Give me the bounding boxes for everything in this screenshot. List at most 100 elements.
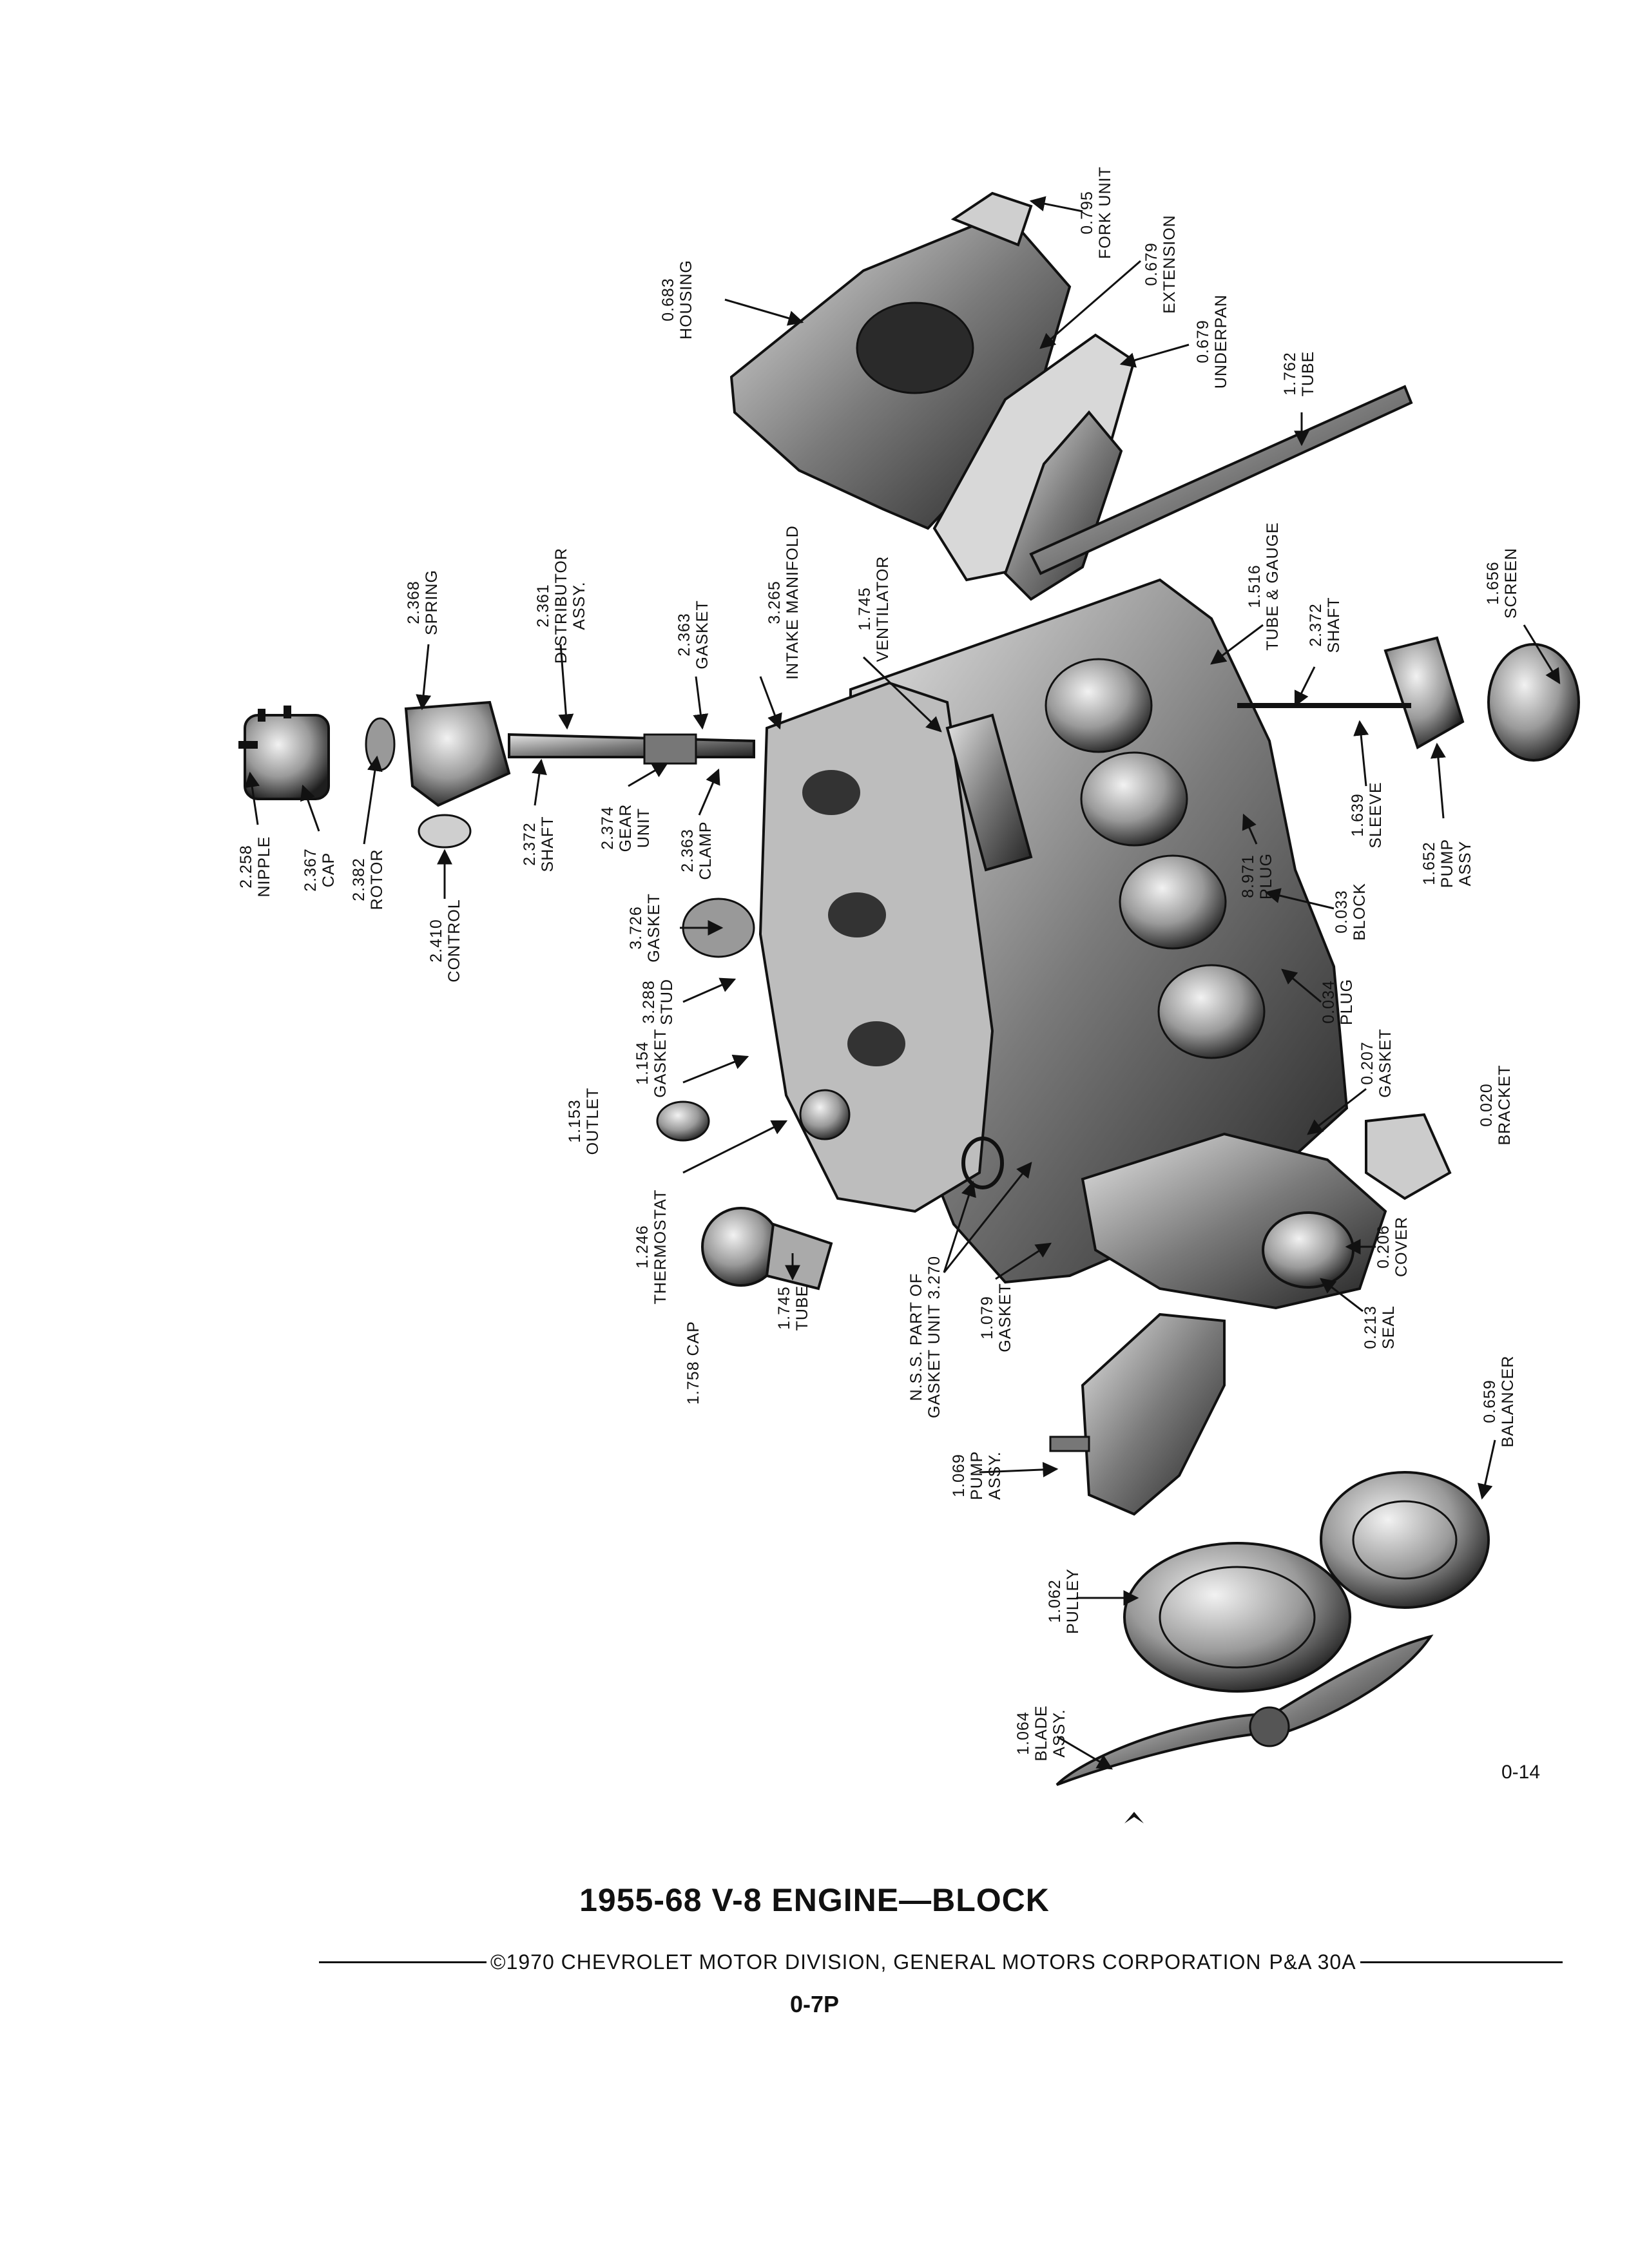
callout-line: 1.069 xyxy=(950,1454,968,1497)
figure-number: 0-14 xyxy=(1501,1762,1541,1783)
callout-tube-top: 1.762TUBE xyxy=(1281,351,1317,397)
callout-line: CAP xyxy=(320,852,338,887)
callout-extension: 0.679EXTENSION xyxy=(1142,215,1179,313)
callout-line: 1.745 xyxy=(775,1286,793,1330)
callout-line: 2.363 xyxy=(675,613,693,657)
callout-bracket: 0.020BRACKET xyxy=(1478,1064,1514,1145)
callout-line: BRACKET xyxy=(1496,1064,1514,1145)
water-pump-part xyxy=(1049,1312,1226,1516)
callout-line: 2.367 xyxy=(302,848,320,892)
callout-seal: 0.213SEAL xyxy=(1362,1305,1398,1349)
callout-line: 1.652 xyxy=(1420,841,1438,885)
callout-housing: 0.683HOUSING xyxy=(659,260,695,340)
callout-line: FORK UNIT xyxy=(1096,166,1114,259)
callout-cap-1758: 1.758 CAP xyxy=(684,1321,702,1405)
callout-cap-2367: 2.367CAP xyxy=(302,848,338,892)
callout-line: UNDERPAN xyxy=(1212,294,1230,389)
callout-line: GEAR xyxy=(617,804,635,852)
callout-shaft-2372-right: 2.372SHAFT xyxy=(1307,597,1343,653)
callout-line: STUD xyxy=(658,979,676,1025)
callout-plug-0034: 0.034PLUG xyxy=(1320,979,1356,1025)
callout-pump-assy-1652: 1.652PUMPASSY xyxy=(1420,839,1474,888)
callout-line: ASSY. xyxy=(986,1451,1004,1499)
callout-line: 1.246 xyxy=(633,1225,651,1269)
callout-line: 2.382 xyxy=(350,858,368,901)
callout-line: BLADE xyxy=(1032,1706,1050,1762)
callout-line: 0.207 xyxy=(1358,1041,1376,1085)
callout-nipple: 2.258NIPPLE xyxy=(237,836,273,898)
tube-part xyxy=(1029,385,1413,575)
callout-rotor: 2.382ROTOR xyxy=(350,849,386,910)
callout-line: CONTROL xyxy=(445,899,463,982)
callout-line: BALANCER xyxy=(1499,1356,1517,1448)
callout-line: 1.656 xyxy=(1484,561,1502,605)
callout-line: 2.410 xyxy=(427,919,445,963)
callout-plug-8971: 8.971PLUG xyxy=(1239,853,1275,899)
callout-line: ROTOR xyxy=(368,849,386,910)
callout-thermostat: 1.246THERMOSTAT xyxy=(633,1189,670,1305)
callout-line: GASKET xyxy=(651,1028,670,1097)
callout-line: COVER xyxy=(1393,1216,1411,1277)
callout-line: 1.745 xyxy=(856,587,874,631)
callout-line: 1.762 xyxy=(1281,352,1299,396)
callout-line: 0.679 xyxy=(1142,242,1161,286)
callout-line: 0.213 xyxy=(1362,1305,1380,1349)
front-cover-part xyxy=(1081,1113,1452,1310)
callout-line: 2.368 xyxy=(405,581,423,624)
callout-line: 0.683 xyxy=(659,278,677,322)
callout-fork-unit: 0.795FORK UNIT xyxy=(1078,166,1114,259)
distributor-part xyxy=(238,700,755,849)
callout-line: N.S.S. PART OF xyxy=(907,1273,925,1401)
callout-line: 1.064 xyxy=(1014,1711,1032,1755)
callout-line: ASSY. xyxy=(570,581,588,629)
callout-line: EXTENSION xyxy=(1161,215,1179,313)
callout-line: 1.153 xyxy=(566,1099,584,1143)
callout-cover: 0.206COVER xyxy=(1374,1216,1411,1277)
callout-line: 1.062 xyxy=(1046,1579,1064,1623)
callout-line: 2.374 xyxy=(599,806,617,850)
callout-line: INTAKE MANIFOLD xyxy=(784,525,802,680)
intake-manifold-part xyxy=(758,681,994,1213)
callout-gasket-0207: 0.207GASKET xyxy=(1358,1028,1394,1097)
callout-line: HOUSING xyxy=(677,260,695,340)
callout-gasket-1079: 1.079GASKET xyxy=(978,1283,1014,1352)
callout-line: GASKET xyxy=(1376,1028,1394,1097)
callout-gasket-2363: 2.363GASKET xyxy=(675,600,711,669)
callout-line: GASKET UNIT 3.270 xyxy=(925,1256,943,1418)
callout-line: PULLEY xyxy=(1064,1568,1082,1634)
callout-spring: 2.368SPRING xyxy=(405,570,441,635)
callout-line: 2.372 xyxy=(1307,603,1325,647)
callout-pulley: 1.062PULLEY xyxy=(1046,1568,1082,1634)
callout-line: SHAFT xyxy=(539,816,557,872)
callout-sleeve: 1.639SLEEVE xyxy=(1349,782,1385,848)
callout-line: 1.079 xyxy=(978,1296,996,1340)
callout-line: UNIT xyxy=(635,808,653,848)
pulley-part xyxy=(1123,1542,1351,1693)
callout-line: BLOCK xyxy=(1351,883,1369,941)
callout-line: 2.361 xyxy=(534,584,552,628)
callout-line: PUMP xyxy=(968,1451,986,1500)
callout-line: PLUG xyxy=(1338,979,1356,1025)
callout-line: 1.639 xyxy=(1349,793,1367,837)
callout-line: GASKET xyxy=(693,600,711,669)
callout-line: ASSY. xyxy=(1050,1709,1068,1757)
ventilator-part xyxy=(945,713,1033,872)
callout-line: DISTRIBUTOR xyxy=(552,548,570,664)
registration-mark xyxy=(1124,1812,1144,1823)
callout-line: 0.659 xyxy=(1481,1379,1499,1423)
callout-screen: 1.656SCREEN xyxy=(1484,548,1520,619)
callout-labels: 0.795FORK UNIT 0.683HOUSING 0.679EXTENSION… xyxy=(237,166,1520,1761)
callout-line: 0.020 xyxy=(1478,1083,1496,1127)
callout-gear-unit: 2.374GEARUNIT xyxy=(599,804,653,852)
callout-underpan: 0.679UNDERPAN xyxy=(1194,294,1230,389)
callout-blade: 1.064BLADEASSY. xyxy=(1014,1706,1068,1762)
oil-pump-part xyxy=(1237,636,1580,762)
callout-tube-gauge: 1.516TUBE & GAUGE xyxy=(1246,522,1282,651)
callout-gasket-3726: 3.726GASKET xyxy=(627,893,663,962)
callout-shaft-2372-left: 2.372SHAFT xyxy=(521,816,557,872)
callout-control: 2.410CONTROL xyxy=(427,899,463,982)
callout-line: GASKET xyxy=(645,893,663,962)
cooling-parts xyxy=(656,898,851,1291)
callout-line: 1.758 CAP xyxy=(684,1321,702,1405)
